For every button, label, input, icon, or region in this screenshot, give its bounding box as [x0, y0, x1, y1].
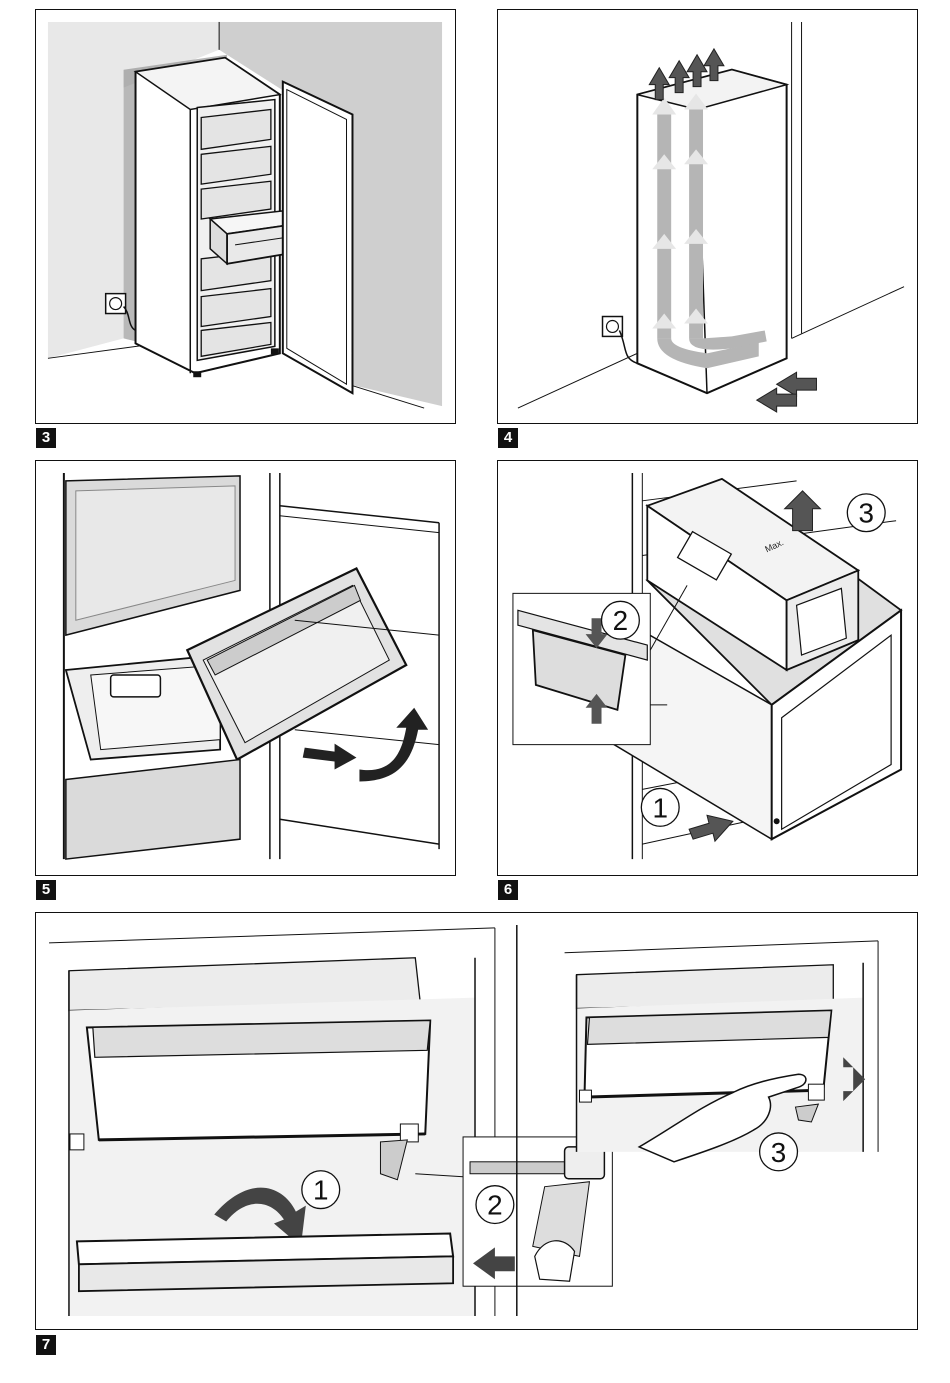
figure-7-panel: 1 2 3 [35, 912, 918, 1330]
basket-removal-illustration: Max. 3 2 1 [498, 461, 917, 875]
figure-3-panel [35, 9, 456, 424]
figure-5-label: 5 [36, 880, 56, 900]
step-3-marker: 3 [858, 498, 874, 529]
figure-6-panel: Max. 3 2 1 [497, 460, 918, 876]
glass-shelf-removal-illustration: 1 2 3 [36, 913, 917, 1329]
air-circulation-illustration [498, 10, 917, 423]
step-3-marker: 3 [771, 1137, 787, 1168]
figure-6-label: 6 [498, 880, 518, 900]
figure-5-panel [35, 460, 456, 876]
figure-4-panel [497, 9, 918, 424]
drawer-removal-illustration [36, 461, 455, 875]
step-2-marker: 2 [613, 605, 629, 636]
freezer-drawer-illustration [36, 10, 455, 423]
figure-3-label: 3 [36, 428, 56, 448]
step-1-marker: 1 [652, 792, 668, 823]
figure-4-label: 4 [498, 428, 518, 448]
figure-7-label: 7 [36, 1335, 56, 1355]
step-2-marker: 2 [487, 1190, 503, 1221]
step-1-marker: 1 [313, 1175, 329, 1206]
